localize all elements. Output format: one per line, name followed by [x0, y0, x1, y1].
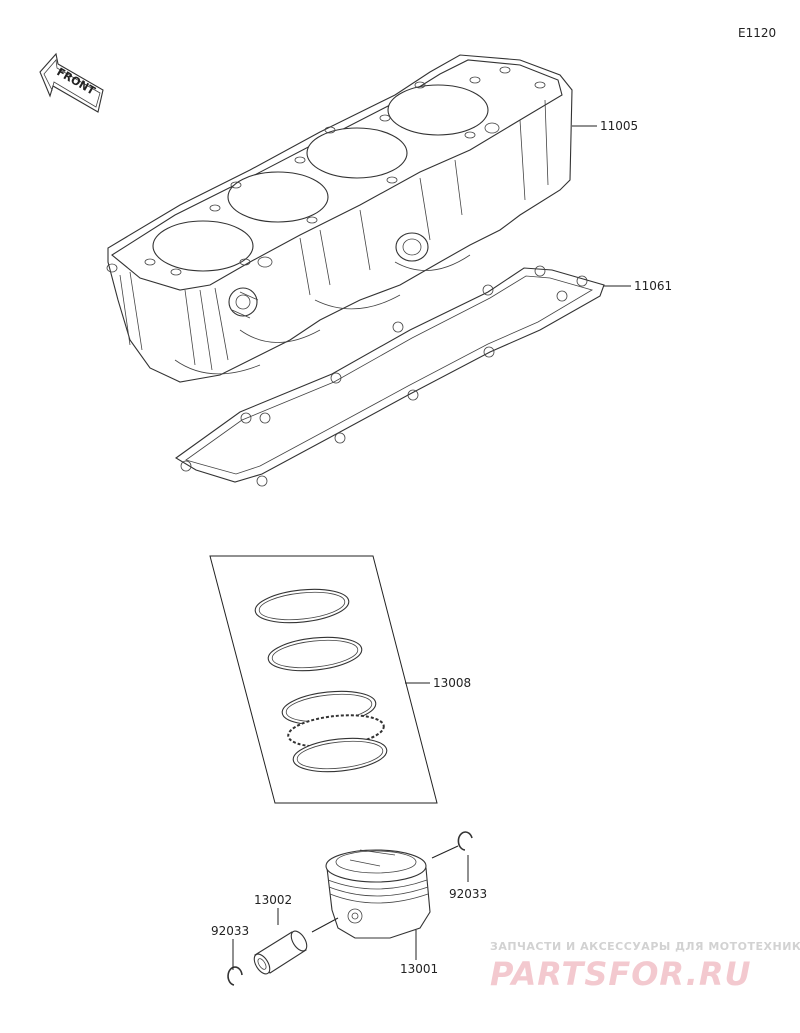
label-13002[interactable]: 13002	[254, 893, 292, 907]
cylinder-block[interactable]	[106, 54, 573, 383]
label-92033-left[interactable]: 92033	[211, 924, 249, 938]
label-11005[interactable]: 11005	[600, 119, 638, 133]
watermark-tagline: ЗАПЧАСТИ И АКСЕССУАРЫ ДЛЯ МОТОТЕХНИКИ	[490, 940, 800, 953]
label-92033-right[interactable]: 92033	[449, 887, 487, 901]
watermark-brand: PARTSFOR.RU	[490, 955, 751, 993]
circlip-left[interactable]	[227, 966, 243, 986]
diagram-code: E1120	[738, 26, 776, 40]
front-arrow-icon	[39, 52, 104, 113]
circlip-right[interactable]	[457, 831, 473, 851]
label-11061[interactable]: 11061	[634, 279, 672, 293]
piston-ring-set[interactable]	[209, 555, 438, 804]
base-gasket[interactable]	[175, 265, 605, 487]
label-13001[interactable]: 13001	[400, 962, 438, 976]
piston-pin[interactable]	[251, 928, 310, 976]
label-13008[interactable]: 13008	[433, 676, 471, 690]
piston[interactable]	[325, 849, 431, 939]
